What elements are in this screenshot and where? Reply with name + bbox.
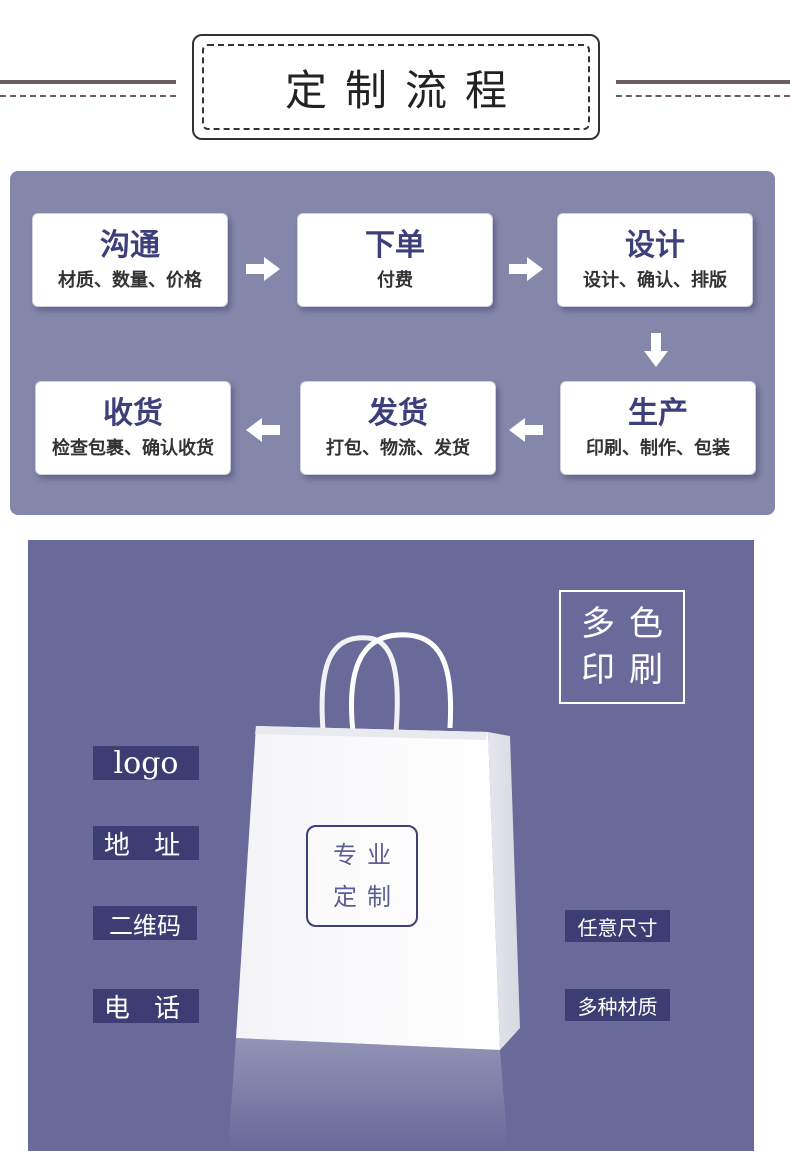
paper-bag-image	[228, 632, 520, 1151]
tag-text: 地 址	[103, 830, 189, 861]
step-subtitle: 付费	[377, 270, 413, 291]
title-dashed-frame: 定制流程	[202, 44, 590, 130]
header-rule-left	[0, 80, 176, 84]
step-communicate: 沟通 材质、数量、价格	[32, 213, 228, 307]
tag-logo: logo	[93, 745, 199, 781]
step-title: 设计	[625, 228, 685, 263]
step-title: 沟通	[100, 228, 160, 263]
step-subtitle: 设计、确认、排版	[583, 270, 727, 291]
step-title: 生产	[628, 396, 688, 431]
step-ship: 发货 打包、物流、发货	[300, 381, 496, 475]
tag-text: 电 话	[103, 993, 189, 1024]
step-order: 下单 付费	[297, 213, 493, 307]
multicolor-print-badge: 多色 印刷	[559, 590, 685, 704]
arrow-down-icon	[644, 333, 668, 367]
badge-line: 多色	[581, 604, 677, 644]
step-title: 发货	[368, 396, 428, 431]
tag-address: 地 址	[93, 826, 199, 861]
tag-text: logo	[113, 745, 179, 781]
tag-text: 多种材质	[577, 994, 658, 1019]
step-produce: 生产 印刷、制作、包装	[560, 381, 756, 475]
step-design: 设计 设计、确认、排版	[557, 213, 753, 307]
step-receive: 收货 检查包裹、确认收货	[35, 381, 231, 475]
arrow-left-icon	[246, 418, 280, 442]
step-subtitle: 检查包裹、确认收货	[52, 438, 214, 459]
step-subtitle: 打包、物流、发货	[326, 438, 470, 459]
step-subtitle: 材质、数量、价格	[58, 270, 202, 291]
step-subtitle: 印刷、制作、包装	[586, 438, 730, 459]
tag-qrcode: 二维码	[93, 906, 197, 940]
arrow-right-icon	[509, 257, 543, 281]
step-title: 下单	[365, 228, 425, 263]
title-frame: 定制流程	[192, 34, 600, 140]
tag-text: 任意尺寸	[577, 915, 658, 940]
process-panel: 沟通 材质、数量、价格 下单 付费 设计 设计、确认、排版 生产 印刷、制作、包…	[10, 171, 775, 515]
product-showcase: 多色 印刷 专业	[28, 540, 754, 1151]
header-rule-right	[616, 80, 790, 84]
tag-phone: 电 话	[93, 989, 199, 1024]
header-dash-right	[616, 95, 790, 97]
arrow-right-icon	[246, 257, 280, 281]
badge-line: 印刷	[581, 650, 677, 690]
bag-custom-label: 专业 定制	[306, 825, 418, 927]
tag-text: 二维码	[109, 911, 181, 940]
page-title: 定制流程	[284, 65, 525, 115]
tag-materials: 多种材质	[565, 989, 670, 1021]
tag-any-size: 任意尺寸	[565, 910, 670, 942]
arrow-left-icon	[509, 418, 543, 442]
step-title: 收货	[103, 396, 163, 431]
header-dash-left	[0, 95, 176, 97]
bag-label-line: 定制	[333, 883, 401, 911]
bag-label-line: 专业	[333, 841, 401, 869]
